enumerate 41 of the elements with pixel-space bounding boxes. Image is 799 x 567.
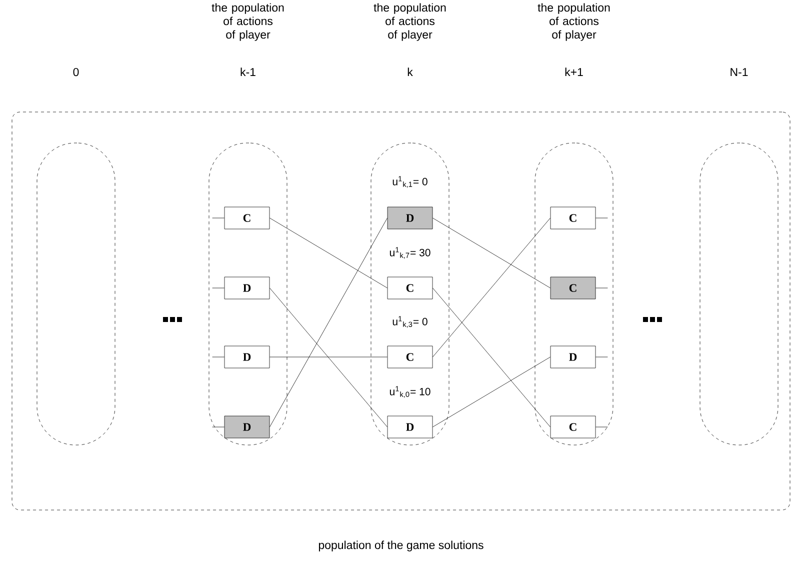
stub-line	[212, 426, 224, 428]
action-box: C	[387, 346, 433, 368]
column-number: k-1	[240, 68, 256, 76]
connector-line	[432, 288, 550, 428]
dashed-capsule	[36, 142, 116, 446]
action-box: C	[550, 416, 596, 438]
connector-line	[270, 218, 388, 288]
action-box: D	[550, 346, 596, 368]
action-box: C	[550, 276, 596, 300]
column-heading: the population of actions of player	[538, 3, 610, 41]
action-box: D	[224, 276, 270, 300]
stub-line	[596, 356, 608, 358]
payoff-label: u$^{1}$$_{k,7}$= 30	[390, 247, 430, 259]
dashed-capsule	[700, 142, 778, 446]
column-heading: the population of actions of player	[374, 3, 446, 41]
payoff-label: u$^{1}$$_{k,1}$= 0	[392, 176, 428, 188]
frame-label: population of the game solutions	[318, 540, 484, 552]
action-box: D	[224, 416, 270, 438]
connector-line	[270, 356, 388, 358]
action-box: C	[224, 206, 270, 230]
column-number: k	[408, 68, 413, 76]
connector-line	[270, 218, 388, 428]
action-box: D	[224, 346, 270, 368]
payoff-label: u$^{1}$$_{k,0}$= 10	[390, 386, 430, 398]
column-number: k+1	[565, 68, 583, 76]
dashed-capsule	[208, 142, 288, 446]
dashed-capsule	[370, 142, 450, 446]
column-number: N-1	[730, 68, 748, 76]
column-number: 0	[73, 68, 79, 76]
connector-line	[432, 218, 550, 358]
column-heading: the population of actions of player	[212, 3, 284, 41]
action-box: C	[387, 276, 433, 300]
connector-line	[432, 218, 550, 288]
payoff-label: u$^{1}$$_{k,3}$= 0	[392, 316, 428, 328]
stub-line	[212, 356, 224, 358]
stub-line	[596, 426, 608, 428]
action-box: C	[550, 206, 596, 230]
action-box: D	[387, 416, 433, 438]
dashed-capsule	[534, 142, 614, 446]
action-box: D	[387, 206, 433, 230]
connector-line	[432, 356, 550, 428]
